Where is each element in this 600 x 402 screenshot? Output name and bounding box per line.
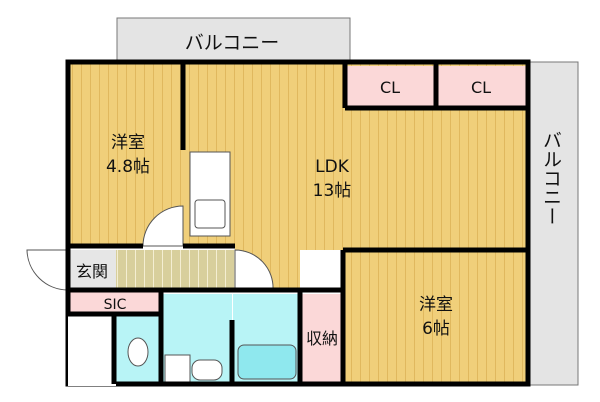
hallway <box>116 250 235 290</box>
storage-label: 収納 <box>306 329 338 348</box>
washer-space <box>164 354 191 384</box>
washbasin-icon <box>191 359 223 381</box>
front-door <box>26 249 69 291</box>
room-east-name: 洋室 <box>419 295 453 315</box>
room-west-door <box>142 205 184 247</box>
kitchen-sink <box>194 199 226 229</box>
storage <box>302 294 343 383</box>
room-east <box>343 250 528 385</box>
shoe-closet-label: SIC <box>104 297 127 313</box>
closet-1-label: CL <box>380 78 400 97</box>
entrance <box>68 250 116 290</box>
ldk-room <box>184 64 528 292</box>
closet-2 <box>437 66 526 108</box>
balcony-top-label: バルコニー <box>185 32 280 54</box>
balcony-right-label: バルコニー <box>540 131 562 226</box>
entrance-label: 玄関 <box>76 262 108 281</box>
ldk-name: LDK <box>315 157 350 177</box>
balcony-top <box>116 17 351 65</box>
toilet-icon <box>127 337 149 367</box>
ldk-size: 13帖 <box>313 181 352 201</box>
shoe-closet <box>70 292 160 312</box>
closet-1 <box>345 66 435 108</box>
room-east-size: 6帖 <box>422 319 450 339</box>
bathtub-icon <box>237 344 297 380</box>
room-west-size: 4.8帖 <box>106 157 150 177</box>
closet-2-label: CL <box>471 78 491 97</box>
room-west-name: 洋室 <box>111 133 145 153</box>
walls <box>65 59 531 387</box>
balcony-right <box>527 61 579 386</box>
